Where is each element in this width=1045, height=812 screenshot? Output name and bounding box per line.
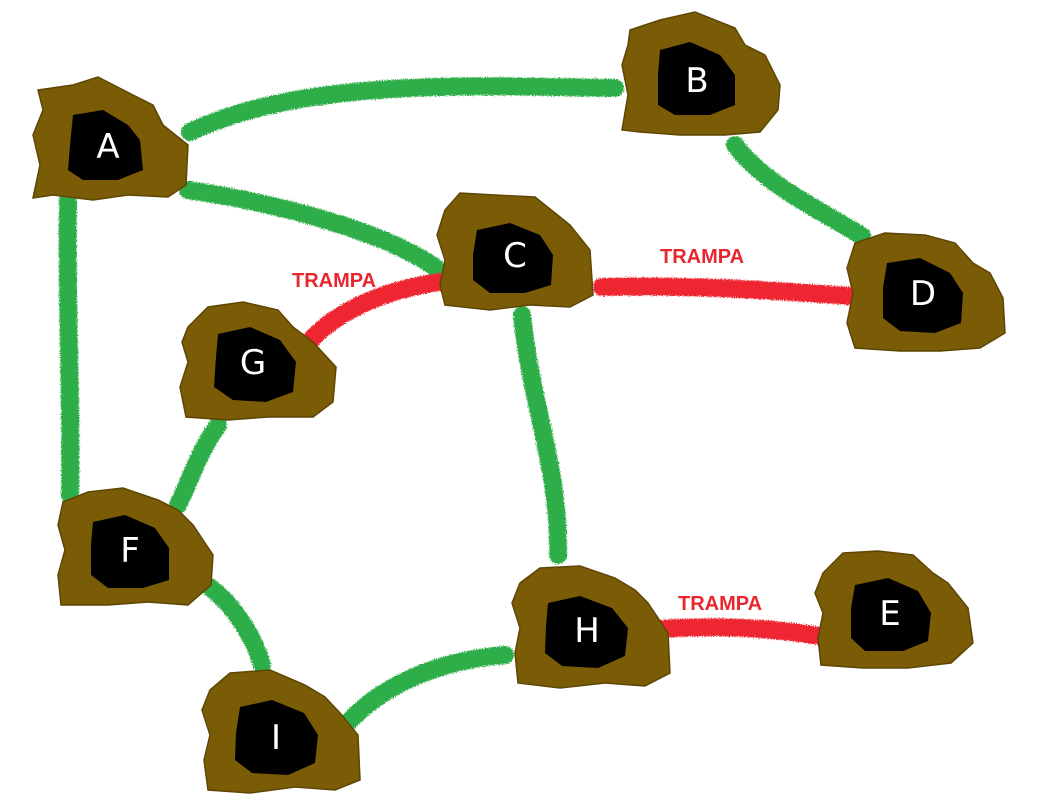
paths-layer xyxy=(58,77,871,736)
path-i-h xyxy=(335,646,514,736)
cave-i: I xyxy=(201,669,361,794)
cave-label: F xyxy=(120,531,140,571)
path-c-h xyxy=(513,306,568,564)
cave-label: C xyxy=(503,236,527,276)
trap-label-h-e: TRAMPA xyxy=(678,593,762,615)
cave-c: C xyxy=(436,192,594,311)
path-a-f xyxy=(58,191,80,504)
cave-d: D xyxy=(846,232,1006,352)
cave-label: A xyxy=(96,127,119,167)
path-c-d xyxy=(593,277,857,305)
trap-label-c-g: TRAMPA xyxy=(292,270,376,292)
cave-f: F xyxy=(57,487,214,606)
path-c-g xyxy=(297,273,449,355)
cave-label: D xyxy=(910,274,936,314)
cave-label: E xyxy=(879,594,900,634)
cave-label: B xyxy=(685,61,708,101)
cave-e: E xyxy=(814,550,974,669)
path-h-e xyxy=(651,618,829,645)
path-a-c xyxy=(179,181,445,277)
path-a-b xyxy=(181,77,624,141)
cave-label: G xyxy=(240,343,266,383)
cave-g: G xyxy=(179,301,337,421)
cave-h: H xyxy=(511,565,671,689)
cave-label: H xyxy=(574,611,600,651)
cave-label: I xyxy=(271,718,281,758)
cave-a: A xyxy=(32,76,189,201)
cave-b: B xyxy=(621,11,781,136)
path-b-d xyxy=(726,136,871,245)
path-g-f xyxy=(169,416,227,514)
trap-label-c-d: TRAMPA xyxy=(660,246,744,268)
caves-layer: A B C D E F G xyxy=(32,11,1006,794)
path-f-i xyxy=(199,577,271,674)
trap-labels-layer: TRAMPA TRAMPA TRAMPA xyxy=(292,246,762,615)
